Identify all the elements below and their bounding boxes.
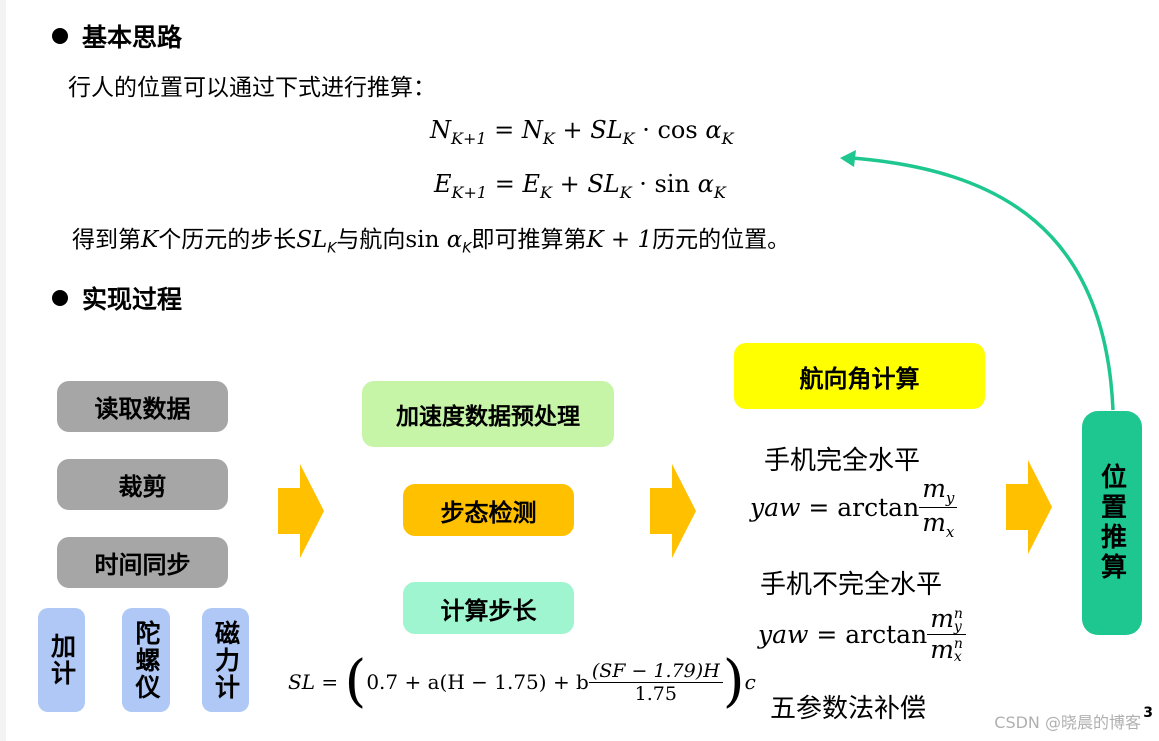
section-heading-basic: 基本思路: [52, 18, 182, 54]
slide-left-bar: [0, 0, 6, 741]
read-data-box: 读取数据: [57, 381, 228, 432]
flow-arrow-3-icon: [1006, 460, 1052, 554]
crop-box: 裁剪: [57, 459, 228, 510]
page-number: 3: [1143, 705, 1153, 721]
magnetometer-box: 磁力计: [202, 608, 249, 712]
equation-north: NK+1 = NK + SLK · cos αK: [430, 116, 734, 148]
preprocess-box: 加速度数据预处理: [362, 381, 614, 447]
flow-arrow-2-icon: [650, 464, 696, 558]
bullet-dot-icon: [52, 28, 68, 44]
case-horizontal-label: 手机完全水平: [764, 446, 921, 476]
section-heading-impl: 实现过程: [52, 280, 182, 316]
position-estimate-box: 位置推算: [1082, 411, 1142, 635]
step-length-box: 计算步长: [403, 582, 574, 634]
flow-arrow-1-icon: [278, 464, 324, 558]
heading-calc-box: 航向角计算: [734, 343, 985, 409]
section-title: 实现过程: [82, 285, 183, 314]
case-tilted-label: 手机不完全水平: [760, 570, 943, 600]
accelerometer-box: 加计: [38, 608, 85, 712]
time-sync-box: 时间同步: [57, 537, 228, 588]
yaw-formula-horizontal: yaw = arctan my mx: [750, 474, 958, 541]
intro-text: 行人的位置可以通过下式进行推算：: [68, 75, 436, 101]
equation-east: EK+1 = EK + SLK · sin αK: [434, 170, 726, 202]
gyroscope-box: 陀螺仪: [122, 608, 170, 712]
feedback-curve-arrow-icon: [840, 150, 1115, 411]
watermark: CSDN @晓晨的博客: [994, 713, 1141, 732]
section-title: 基本思路: [82, 23, 183, 52]
five-param-comp-label: 五参数法补偿: [770, 694, 927, 724]
step-length-formula: SL = ( 0.7 + a(H − 1.75) + b (SF − 1.79)…: [288, 649, 756, 714]
result-text: 得到第K个历元的步长SLK与航向sin αK即可推算第K + 1历元的位置。: [72, 227, 791, 257]
bullet-dot-icon: [52, 290, 68, 306]
gait-detect-box: 步态检测: [403, 484, 574, 536]
